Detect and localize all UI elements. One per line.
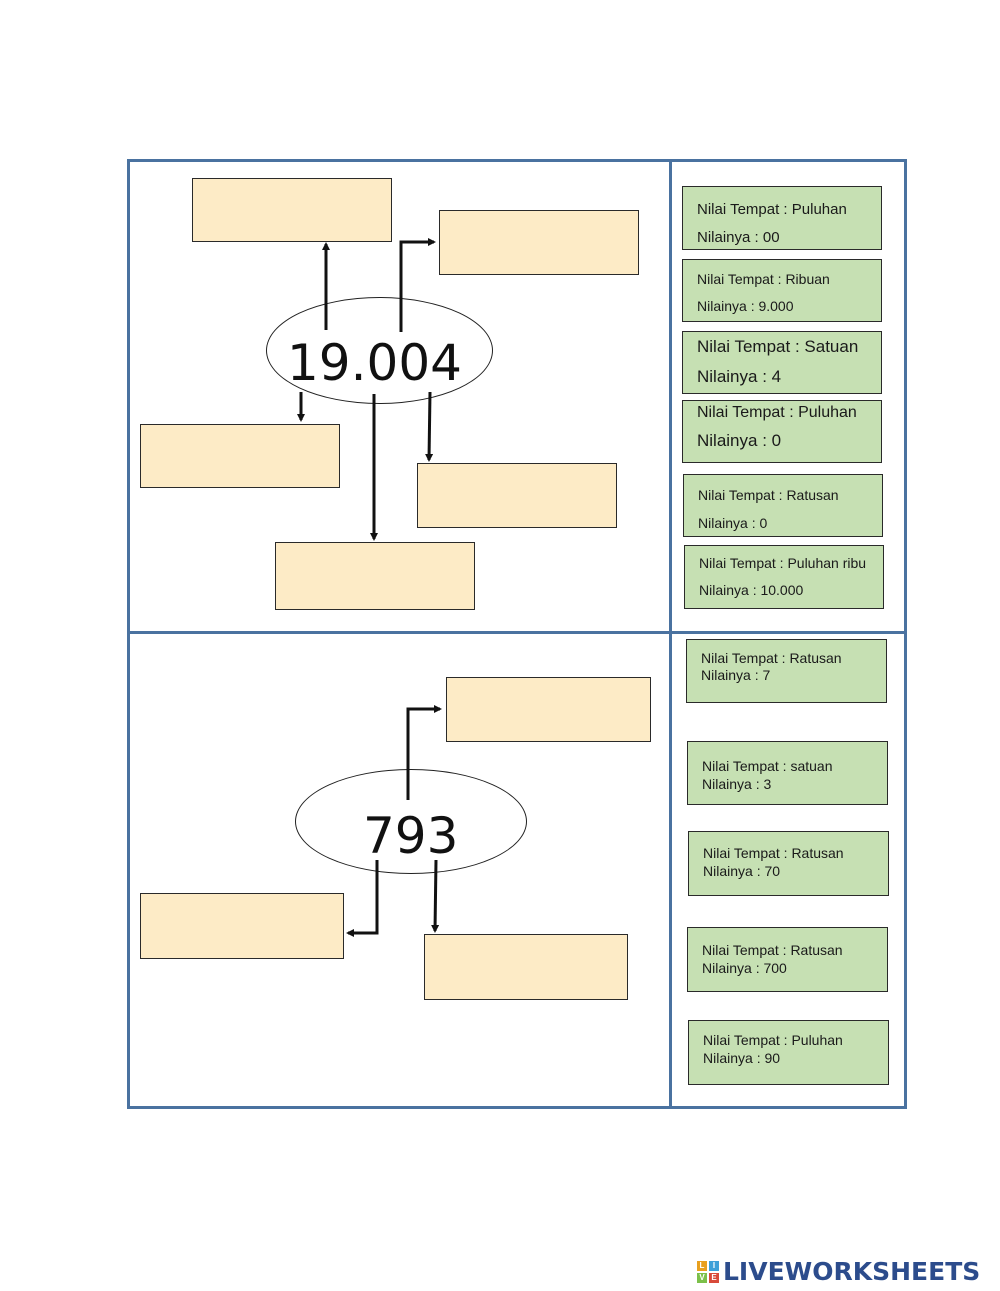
number-bottom: 793 xyxy=(363,807,459,865)
card-place-label: Nilai Tempat : Puluhan ribu xyxy=(699,555,867,571)
liveworksheets-logo: L I V E LIVEWORKSHEETS xyxy=(697,1257,980,1286)
answer-card[interactable]: Nilai Tempat : satuan Nilainya : 3 xyxy=(687,741,888,805)
arrow-to-drop-top-4 xyxy=(425,391,434,462)
card-place-label: Nilai Tempat : Puluhan xyxy=(697,404,857,421)
column-divider xyxy=(669,159,672,1109)
worksheet-frame xyxy=(127,159,907,1109)
answer-card[interactable]: Nilai Tempat : Puluhan ribu Nilainya : 1… xyxy=(684,545,884,609)
answer-card[interactable]: Nilai Tempat : Puluhan Nilainya : 00 xyxy=(682,186,882,250)
card-place-label: Nilai Tempat : Ratusan xyxy=(703,845,844,861)
drop-zone-top-1[interactable] xyxy=(192,178,392,242)
drop-zone-bottom-1[interactable] xyxy=(446,677,651,742)
answer-card[interactable]: Nilai Tempat : Ratusan Nilainya : 700 xyxy=(687,927,888,992)
drop-zone-top-3[interactable] xyxy=(140,424,340,488)
card-value-label: Nilainya : 10.000 xyxy=(699,582,804,598)
drop-zone-top-4[interactable] xyxy=(417,463,617,528)
card-value-label: Nilainya : 00 xyxy=(697,229,780,246)
card-place-label: Nilai Tempat : Puluhan xyxy=(697,201,847,218)
number-ellipse-top xyxy=(266,297,493,404)
card-value-label: Nilainya : 0 xyxy=(698,515,768,531)
card-place-label: Nilai Tempat : Ribuan xyxy=(697,271,830,287)
logo-text: LIVEWORKSHEETS xyxy=(723,1257,981,1286)
arrow-to-drop-bottom-2 xyxy=(346,860,379,937)
card-place-label: Nilai Tempat : satuan xyxy=(702,758,833,774)
card-value-label: Nilainya : 7 xyxy=(701,667,771,683)
logo-letter: V xyxy=(697,1272,707,1283)
answer-card[interactable]: Nilai Tempat : Ratusan Nilainya : 7 xyxy=(686,639,887,703)
answer-card[interactable]: Nilai Tempat : Ribuan Nilainya : 9.000 xyxy=(682,259,882,322)
logo-mark-icon: L I V E xyxy=(697,1260,719,1283)
card-place-label: Nilai Tempat : Ratusan xyxy=(701,650,842,666)
logo-letter: I xyxy=(709,1260,719,1271)
card-place-label: Nilai Tempat : Ratusan xyxy=(698,487,839,503)
logo-letter: E xyxy=(709,1272,719,1283)
arrow-to-drop-bottom-1 xyxy=(406,705,442,800)
card-place-label: Nilai Tempat : Ratusan xyxy=(702,942,843,958)
drop-zone-bottom-3[interactable] xyxy=(424,934,628,1000)
card-value-label: Nilainya : 9.000 xyxy=(697,298,794,314)
card-place-label: Nilai Tempat : Puluhan xyxy=(703,1032,843,1048)
logo-letter: L xyxy=(697,1260,707,1271)
answer-card[interactable]: Nilai Tempat : Ratusan Nilainya : 70 xyxy=(688,831,889,896)
drop-zone-top-2[interactable] xyxy=(439,210,639,275)
card-value-label: Nilainya : 90 xyxy=(703,1050,781,1066)
drop-zone-top-5[interactable] xyxy=(275,542,475,610)
answer-card[interactable]: Nilai Tempat : Puluhan Nilainya : 0 xyxy=(682,400,882,463)
section-divider xyxy=(127,631,907,634)
arrow-to-drop-top-2 xyxy=(399,238,436,332)
answer-card[interactable]: Nilai Tempat : Ratusan Nilainya : 0 xyxy=(683,474,883,537)
answer-card[interactable]: Nilai Tempat : Puluhan Nilainya : 90 xyxy=(688,1020,889,1085)
number-ellipse-bottom xyxy=(295,769,527,874)
drop-zone-bottom-2[interactable] xyxy=(140,893,344,959)
answer-card[interactable]: Nilai Tempat : Satuan Nilainya : 4 xyxy=(682,331,882,394)
card-value-label: Nilainya : 4 xyxy=(697,367,782,386)
card-value-label: Nilainya : 700 xyxy=(702,960,787,976)
card-value-label: Nilainya : 0 xyxy=(697,431,782,450)
card-value-label: Nilainya : 3 xyxy=(702,776,772,792)
number-top: 19.004 xyxy=(287,334,462,392)
card-place-label: Nilai Tempat : Satuan xyxy=(697,337,859,356)
card-value-label: Nilainya : 70 xyxy=(703,863,781,879)
arrow-to-drop-bottom-3 xyxy=(431,859,440,933)
